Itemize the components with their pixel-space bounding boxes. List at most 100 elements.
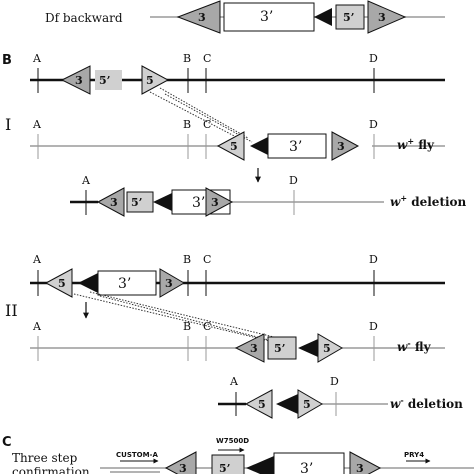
frt-label: 3 xyxy=(211,196,219,209)
white-gene-box xyxy=(273,452,345,474)
frt-triangle xyxy=(244,389,273,419)
element-5prime-label: 5’ xyxy=(131,196,142,209)
frt-triangle xyxy=(317,333,343,363)
pos-b: B xyxy=(183,320,191,333)
primer-custom-a: CUSTOM-A xyxy=(116,451,158,459)
frt-label: 5 xyxy=(303,398,311,411)
confirmation-label: confirmation xyxy=(12,465,90,474)
panel-b-label: B xyxy=(2,53,12,68)
panel-b-row1: A B C D 3 5’ 5 xyxy=(30,52,445,95)
frt-label: 3 xyxy=(378,11,386,24)
element-5prime-label: 5’ xyxy=(99,74,110,87)
frt-triangle xyxy=(141,65,170,95)
frt-triangle xyxy=(331,131,360,161)
row-ii-label: II xyxy=(5,301,18,320)
outcome-w-minus-deletion: w- deletion xyxy=(390,395,463,411)
pos-a: A xyxy=(32,118,42,131)
frt-triangle xyxy=(44,268,73,298)
frt-label: 5 xyxy=(230,140,238,153)
pos-a: A xyxy=(81,174,91,187)
pos-c: C xyxy=(203,118,211,131)
pos-d: D xyxy=(369,52,378,65)
element-3prime-label: 3’ xyxy=(300,461,313,474)
frt-triangle xyxy=(205,187,234,217)
pos-d: D xyxy=(369,320,378,333)
pos-a: A xyxy=(229,375,239,388)
element-3prime-label: 3’ xyxy=(260,9,273,25)
frt-label: 3 xyxy=(250,342,258,355)
panel-c-confirmation: Three step confirmation CUSTOM-A W7500D … xyxy=(12,437,474,474)
pos-d: D xyxy=(289,174,298,187)
direction-arrow xyxy=(78,273,98,293)
frt-triangle xyxy=(164,451,197,474)
frt-triangle xyxy=(216,131,245,161)
direction-arrow xyxy=(246,456,274,474)
element-5prime-box xyxy=(335,4,365,30)
frt-label: 3 xyxy=(179,462,187,474)
frt-label: 5 xyxy=(258,398,266,411)
pos-c: C xyxy=(203,320,211,333)
df-backward-construct: Df backward 3 3’ 5’ 3 xyxy=(45,0,445,34)
frt-triangle xyxy=(159,268,185,298)
element-3prime-label: 3’ xyxy=(192,195,205,211)
frt-label: 3 xyxy=(75,74,83,87)
pos-c: C xyxy=(203,52,211,65)
primer-pry4: PRY4 xyxy=(404,451,424,459)
pos-d: D xyxy=(369,253,378,266)
panel-b-row6: A D 5 5 w- deletion xyxy=(218,375,463,419)
direction-arrow xyxy=(298,339,318,357)
panel-c-label: C xyxy=(2,435,12,450)
element-3prime-label: 3’ xyxy=(289,139,302,155)
frt-triangle-left xyxy=(176,0,221,34)
frt-triangle xyxy=(297,389,323,419)
recombination-line xyxy=(149,91,243,141)
element-5prime-box xyxy=(267,336,297,360)
frt-label: 5 xyxy=(323,342,331,355)
element-3prime-label: 3’ xyxy=(118,276,131,292)
pos-d: D xyxy=(369,118,378,131)
outcome-w-minus-fly: w- fly xyxy=(397,338,432,354)
frt-label: 3 xyxy=(356,462,364,474)
pos-d: D xyxy=(330,375,339,388)
pos-a: A xyxy=(32,52,42,65)
frt-label: 3 xyxy=(198,11,206,24)
pos-c: C xyxy=(203,253,211,266)
frt-triangle xyxy=(60,65,91,95)
outcome-w-plus-fly: w+ fly xyxy=(397,136,435,152)
panel-b-row4: A B C D 5 3’ 3 xyxy=(30,253,445,298)
recombination-line xyxy=(159,87,249,139)
row-i-label: I xyxy=(5,115,11,134)
pos-b: B xyxy=(183,118,191,131)
pos-a: A xyxy=(32,253,42,266)
frt-label: 5 xyxy=(58,277,66,290)
primer-w7500d: W7500D xyxy=(216,437,249,445)
element-5prime-label: 5’ xyxy=(274,342,285,355)
recombination-line xyxy=(89,291,279,339)
direction-arrow xyxy=(276,394,298,414)
element-5prime-label: 5’ xyxy=(343,11,354,24)
pos-a: A xyxy=(32,320,42,333)
pos-b: B xyxy=(183,52,191,65)
outcome-w-plus-deletion: w+ deletion xyxy=(390,193,467,209)
frt-triangle xyxy=(96,187,125,217)
panel-b-row5: A B C D 3 5’ 5 w- fly xyxy=(30,320,445,363)
recombination-line xyxy=(73,293,275,343)
df-backward-label: Df backward xyxy=(45,11,123,25)
frt-triangle xyxy=(234,333,265,363)
white-gene-box xyxy=(267,133,327,159)
frt-triangle xyxy=(349,451,382,474)
white-gene-box xyxy=(223,2,315,32)
pos-b: B xyxy=(183,253,191,266)
element-5prime-box xyxy=(95,70,122,90)
direction-arrow xyxy=(314,8,332,26)
direction-arrow xyxy=(250,137,268,155)
element-5prime-box xyxy=(211,454,245,474)
panel-b-row3: A D 3 5’ 3’ 3 w+ deletion xyxy=(70,174,467,217)
frt-label: 5 xyxy=(146,74,154,87)
frt-triangle-right xyxy=(367,0,407,34)
frt-label: 3 xyxy=(165,277,173,290)
frt-label: 3 xyxy=(110,196,118,209)
element-5prime-label: 5’ xyxy=(219,462,230,474)
white-gene-box xyxy=(97,270,157,296)
